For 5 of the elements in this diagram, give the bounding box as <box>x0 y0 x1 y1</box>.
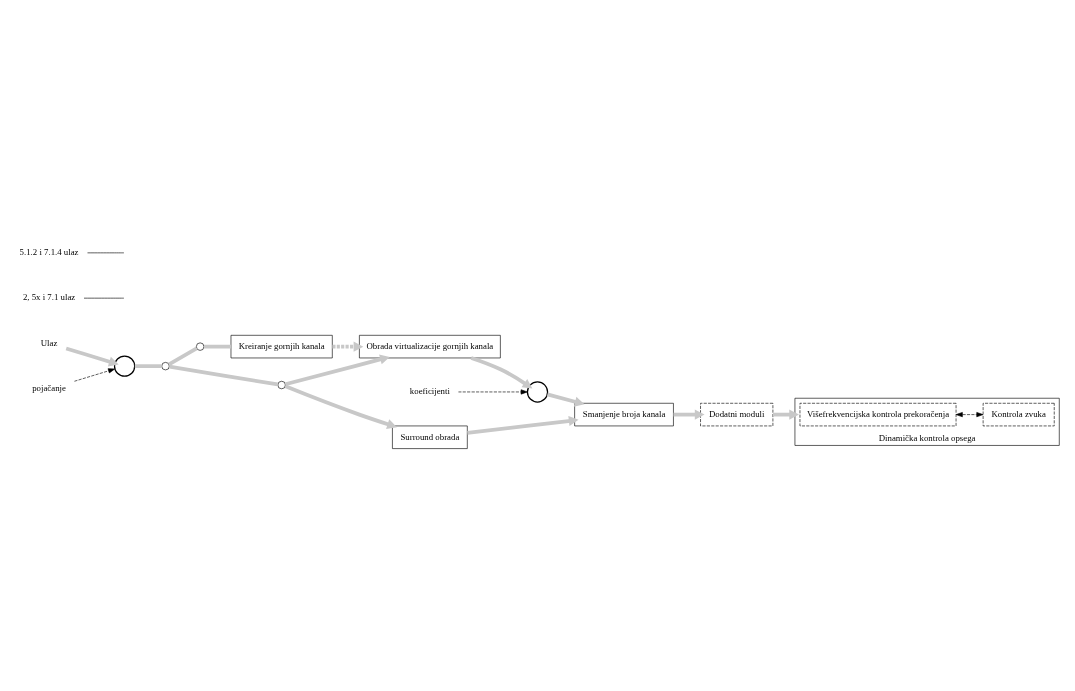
node-text: 2, 5x i 7.1 ulaz <box>22 291 76 302</box>
node-text: Ulaz <box>40 337 58 348</box>
node-text: koeficijenti <box>409 385 450 396</box>
node-text: pojačanje <box>32 382 66 393</box>
node-text: 5.1.2 i 7.1.4 ulaz <box>19 246 79 257</box>
